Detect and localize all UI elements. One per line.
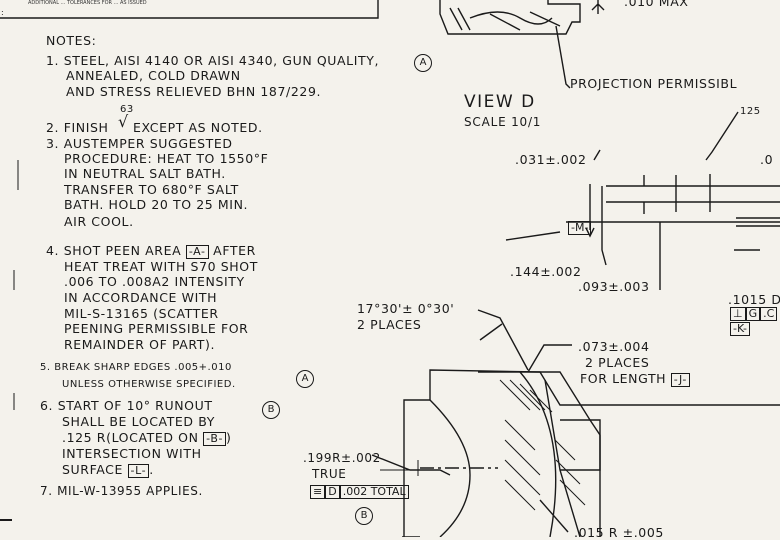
symmetry-control-frame: ≡D.002 TOTAL — [310, 485, 409, 499]
revision-mark-b: B — [262, 401, 280, 419]
datum-a-box: -A- — [185, 245, 209, 259]
note-4-line-5: MIL-S-13165 (SCATTER — [64, 306, 219, 321]
projection-note: PROJECTION PERMISSIBL — [570, 76, 738, 91]
view-scale: SCALE 10/1 — [464, 115, 542, 129]
note-6-line-3: .125 R(LOCATED ON -B-) — [62, 430, 232, 446]
note-7-line-1: 7. MIL-W-13955 APPLIES. — [40, 484, 203, 498]
dim-144: .144±.002 — [510, 264, 582, 279]
note-4-line-2: HEAT TREAT WITH S70 SHOT — [64, 259, 258, 274]
part-outline — [403, 369, 780, 450]
note-6-line-5: SURFACE -L-. — [62, 462, 154, 478]
dim-015: .015 R ±.005 — [574, 525, 664, 540]
angle-dimension: 17°30'± 0°30' — [357, 301, 455, 316]
note-2-label: 2. FINISH — [46, 120, 109, 135]
note-3-line-2: PROCEDURE: HEAT TO 1550°F — [64, 151, 269, 166]
dim-073-places: 2 PLACES — [585, 355, 650, 370]
note-4-line-4: IN ACCORDANCE WITH — [64, 290, 218, 305]
note-1-line-2: ANNEALED, COLD DRAWN — [66, 68, 241, 83]
finish-125: 125 — [740, 106, 761, 117]
section-view-top — [439, 0, 581, 35]
datum-m-box: -M- — [568, 221, 592, 235]
part-bore — [429, 399, 471, 537]
dim-199-true: TRUE — [312, 467, 347, 481]
note-6-line-1: 6. START OF 10° RUNOUT — [40, 398, 213, 413]
notes-heading: NOTES: — [46, 33, 97, 48]
dim-0-cut: .0 — [760, 152, 774, 167]
title-block-border — [0, 0, 379, 19]
dim-073-length: FOR LENGTH -J- — [580, 371, 690, 387]
dim-199: .199R±.002 — [303, 451, 381, 465]
finish-value: 63 — [120, 104, 134, 115]
view-title: VIEW D — [464, 92, 536, 112]
projection-leader — [555, 25, 571, 89]
note-5-line-1: 5. BREAK SHARP EDGES .005+.010 — [40, 362, 232, 373]
note-6-line-2: SHALL BE LOCATED BY — [62, 414, 215, 429]
datum-l-box: -L- — [127, 464, 150, 478]
dim-093: .093±.003 — [578, 279, 650, 294]
datum-b-box: -B- — [203, 432, 227, 446]
finish-check-icon: √ — [118, 112, 129, 131]
dim-1015: .1015 D — [728, 292, 780, 307]
note-3-line-1: 3. AUSTEMPER SUGGESTED — [46, 136, 233, 151]
note-3-line-3: IN NEUTRAL SALT BATH. — [64, 166, 226, 181]
revision-mark-a: A — [414, 54, 432, 72]
note-2-rest: EXCEPT AS NOTED. — [133, 120, 263, 135]
note-1-line-1: 1. STEEL, AISI 4140 OR AISI 4340, GUN QU… — [46, 53, 380, 68]
angle-places: 2 PLACES — [357, 317, 422, 332]
note-3-line-4: TRANSFER TO 680°F SALT — [64, 182, 239, 197]
feature-control-frame: ⊥G.C — [730, 307, 778, 321]
note-6-line-4: INTERSECTION WITH — [62, 446, 202, 461]
note-4-line-1: 4. SHOT PEEN AREA -A- AFTER — [46, 243, 256, 259]
datum-j-box: -J- — [670, 373, 690, 387]
dim-073: .073±.004 — [578, 339, 650, 354]
revision-mark-b-2: B — [355, 507, 373, 525]
note-1-line-3: AND STRESS RELIEVED BHN 187/229. — [66, 84, 322, 99]
note-3-line-5: BATH. HOLD 20 TO 25 MIN. — [64, 197, 249, 212]
note-5-line-2: UNLESS OTHERWISE SPECIFIED. — [62, 379, 236, 390]
note-4-line-3: .006 TO .008A2 INTENSITY — [64, 274, 245, 289]
note-4-line-6: PEENING PERMISSIBLE FOR — [64, 321, 249, 336]
margin-mark: : — [1, 8, 4, 17]
dim-031: .031±.002 — [515, 152, 587, 167]
note-4-line-7: REMAINDER OF PART). — [64, 337, 216, 352]
title-block-fineprint: ADDITIONAL ... TOLERANCES FOR ... AS ISS… — [28, 0, 147, 6]
profile-lines — [606, 185, 780, 203]
datum-k-box: -K- — [730, 322, 750, 336]
max-dimension-label: .010 MAX — [624, 0, 689, 9]
note-3-line-6: AIR COOL. — [64, 214, 134, 229]
revision-mark-a-2: A — [296, 370, 314, 388]
